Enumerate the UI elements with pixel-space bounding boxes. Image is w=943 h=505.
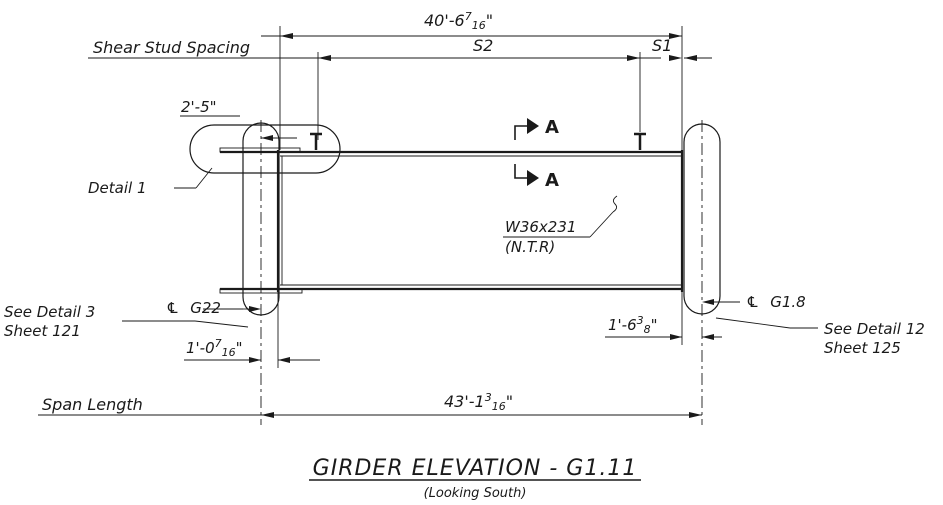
overall-dimension-main: 40'-6 xyxy=(424,11,465,30)
girder-beam xyxy=(219,147,684,294)
right-end-dimension-main: 1'-6 xyxy=(608,316,637,334)
shear-stud-spacing: Shear Stud Spacing S2 S1 xyxy=(88,36,712,140)
section-mark-bottom: A xyxy=(514,164,559,191)
span-dimension-tail: " xyxy=(506,392,513,411)
svg-text:℄ G22: ℄ G22 xyxy=(166,299,221,317)
left-reference-line2: Sheet 121 xyxy=(4,322,81,340)
detail-1-callout: Detail 1 xyxy=(88,124,341,197)
beam-size-label: W36x231 xyxy=(505,218,576,236)
svg-text:43'-1316": 43'-1316" xyxy=(444,391,513,413)
right-reference-line1: See Detail 12 xyxy=(824,320,925,338)
drawing-title-block: GIRDER ELEVATION - G1.11 (Looking South) xyxy=(309,456,641,501)
svg-text:1'-638": 1'-638" xyxy=(608,314,658,336)
span-dimension-frac-den: 16 xyxy=(492,400,506,413)
overall-dimension-tail: " xyxy=(486,11,493,30)
beam-size-callout: W36x231 (N.T.R) xyxy=(503,195,618,256)
drawing-subtitle: (Looking South) xyxy=(424,486,527,501)
span-dimension-frac-num: 3 xyxy=(485,391,492,404)
right-centerline-callout: ℄ G1.8 See Detail 12 Sheet 125 xyxy=(702,293,925,357)
right-end-dimension: 1'-638" xyxy=(605,292,722,345)
span-length-label: Span Length xyxy=(42,395,143,414)
right-end-dimension-tail: " xyxy=(651,316,658,334)
shear-stud-right xyxy=(634,132,646,150)
shear-stud-left xyxy=(310,132,322,150)
span-dimension-main: 43'-1 xyxy=(444,392,485,411)
right-reference-line2: Sheet 125 xyxy=(824,339,901,357)
left-support xyxy=(242,120,280,425)
left-centerline-symbol: ℄ xyxy=(166,299,179,317)
left-reference-line1: See Detail 3 xyxy=(4,303,95,321)
left-end-dimension-frac-den: 16 xyxy=(222,346,236,359)
overall-dimension-frac-num: 7 xyxy=(465,10,472,23)
left-end-dimension-frac-num: 7 xyxy=(215,337,222,350)
overall-dimension: 40'-6716" xyxy=(261,10,683,150)
right-centerline-symbol: ℄ xyxy=(746,293,759,311)
left-offset-dimension-text: 2'-5" xyxy=(181,98,217,116)
right-centerline-label: G1.8 xyxy=(770,293,805,311)
left-centerline-label: G22 xyxy=(190,299,221,317)
left-offset-dimension: 2'-5" xyxy=(180,98,297,141)
right-support xyxy=(683,120,721,425)
right-end-dimension-frac-num: 3 xyxy=(637,314,644,327)
section-mark-top-label: A xyxy=(545,117,559,138)
shear-stud-spacing-label: Shear Stud Spacing xyxy=(93,38,250,57)
svg-text:1'-0716": 1'-0716" xyxy=(186,337,243,359)
drawing-title: GIRDER ELEVATION - G1.11 xyxy=(313,456,638,481)
section-mark-top: A xyxy=(514,117,559,140)
left-end-dimension: 1'-0716" xyxy=(184,292,320,368)
s1-label: S1 xyxy=(652,36,672,55)
right-end-dimension-frac-den: 8 xyxy=(644,323,651,336)
svg-text:40'-6716": 40'-6716" xyxy=(424,10,493,32)
left-end-dimension-tail: " xyxy=(236,339,243,357)
overall-dimension-frac-den: 16 xyxy=(472,19,486,32)
section-mark-bottom-label: A xyxy=(545,170,559,191)
detail-1-label: Detail 1 xyxy=(88,179,147,197)
left-end-dimension-main: 1'-0 xyxy=(186,339,215,357)
svg-text:℄ G1.8: ℄ G1.8 xyxy=(746,293,806,311)
beam-note-label: (N.T.R) xyxy=(505,238,555,256)
left-centerline-callout: ℄ G22 See Detail 3 Sheet 121 xyxy=(4,299,261,340)
s2-label: S2 xyxy=(473,36,493,55)
span-length: Span Length 43'-1316" xyxy=(38,391,702,418)
